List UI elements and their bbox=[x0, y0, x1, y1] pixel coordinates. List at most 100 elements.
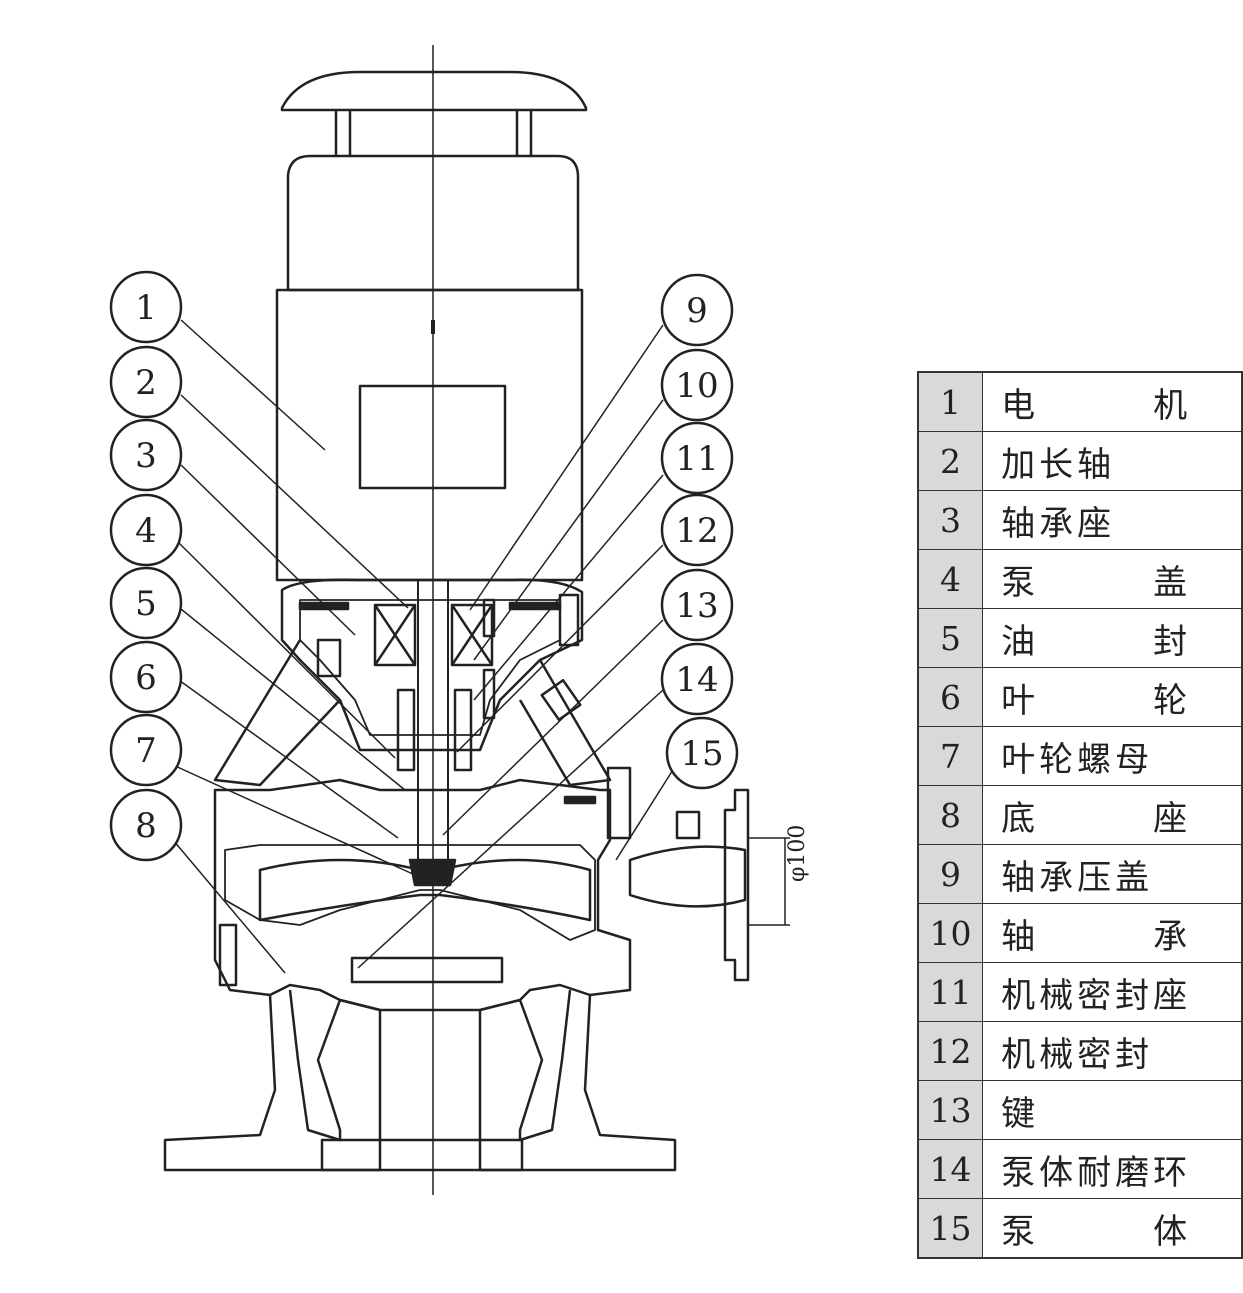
part-name: 机械密封座 bbox=[982, 962, 1243, 1022]
callout-circle-11 bbox=[660, 421, 734, 495]
callout-circle-4 bbox=[109, 493, 183, 567]
gasket-mid bbox=[563, 795, 597, 805]
gasket-top-right bbox=[508, 601, 562, 611]
wear-ring bbox=[350, 956, 504, 984]
callout-circle-2 bbox=[109, 345, 183, 419]
seal-right bbox=[453, 688, 473, 772]
gauge-right bbox=[606, 766, 632, 840]
part-name: 泵 盖 bbox=[982, 549, 1243, 609]
part-name: 键 bbox=[982, 1080, 1243, 1140]
pump-casing bbox=[213, 778, 632, 1012]
right-support-rib bbox=[518, 659, 612, 787]
callout-circles bbox=[109, 270, 739, 862]
part-name: 轴承压盖 bbox=[982, 844, 1243, 904]
part-number: 10 bbox=[917, 903, 984, 963]
part-number: 4 bbox=[917, 549, 984, 609]
elbow-fitting bbox=[540, 679, 582, 721]
callout-circle-14 bbox=[660, 642, 734, 716]
callout-label-5: 5 bbox=[135, 584, 157, 624]
dimension-label: φ100 bbox=[785, 825, 810, 882]
callout-label-13: 13 bbox=[675, 586, 718, 626]
bolt-small-1 bbox=[482, 598, 496, 638]
callout-label-11: 11 bbox=[675, 439, 718, 479]
base-center-foot bbox=[320, 1138, 524, 1172]
part-number: 5 bbox=[917, 608, 984, 668]
impeller-nut bbox=[408, 858, 457, 887]
gasket-top-left bbox=[298, 601, 350, 611]
part-name: 底 座 bbox=[982, 785, 1243, 845]
part-name: 叶 轮 bbox=[982, 667, 1243, 727]
part-name: 轴 承 bbox=[982, 903, 1243, 963]
callout-label-10: 10 bbox=[675, 366, 718, 406]
motor-lower-housing bbox=[275, 288, 584, 582]
part-number: 12 bbox=[917, 1021, 984, 1081]
callout-label-6: 6 bbox=[135, 658, 157, 698]
callout-label-14: 14 bbox=[675, 660, 718, 700]
seal-left bbox=[396, 688, 416, 772]
base-right-leg bbox=[478, 989, 677, 1172]
part-number: 7 bbox=[917, 726, 984, 786]
callout-label-2: 2 bbox=[135, 363, 157, 403]
part-number: 14 bbox=[917, 1139, 984, 1199]
callout-circle-9 bbox=[660, 273, 734, 347]
motor-cap-posts bbox=[334, 110, 533, 156]
callout-circle-8 bbox=[109, 788, 183, 862]
part-name: 机械密封 bbox=[982, 1021, 1243, 1081]
callout-label-3: 3 bbox=[135, 436, 157, 476]
callout-circle-5 bbox=[109, 566, 183, 640]
callout-label-12: 12 bbox=[675, 511, 718, 551]
part-number: 9 bbox=[917, 844, 984, 904]
callout-circle-13 bbox=[660, 568, 734, 642]
callout-circle-10 bbox=[660, 348, 734, 422]
part-number: 3 bbox=[917, 490, 984, 550]
callout-label-1: 1 bbox=[135, 288, 157, 328]
outlet-volute bbox=[628, 845, 747, 908]
part-name: 泵体耐磨环 bbox=[982, 1139, 1243, 1199]
bolt-small-2 bbox=[482, 668, 496, 720]
part-number: 15 bbox=[917, 1198, 984, 1259]
part-number: 13 bbox=[917, 1080, 984, 1140]
callout-label-4: 4 bbox=[135, 511, 157, 551]
part-number: 11 bbox=[917, 962, 984, 1022]
part-name: 叶轮螺母 bbox=[982, 726, 1243, 786]
motor-top-cap bbox=[280, 70, 588, 112]
callout-label-7: 7 bbox=[135, 731, 157, 771]
gauge-left-bottom bbox=[218, 923, 238, 987]
callout-label-8: 8 bbox=[135, 806, 157, 846]
callout-circle-1 bbox=[109, 270, 183, 344]
callout-circle-7 bbox=[109, 713, 183, 787]
impeller bbox=[258, 858, 592, 922]
outlet-plug bbox=[675, 810, 701, 840]
callout-label-9: 9 bbox=[686, 291, 708, 331]
part-name: 加长轴 bbox=[982, 431, 1243, 491]
part-name: 泵 体 bbox=[982, 1198, 1243, 1259]
callout-circle-6 bbox=[109, 640, 183, 714]
bearing-left bbox=[373, 603, 417, 667]
callout-label-15: 15 bbox=[680, 734, 723, 774]
part-number: 2 bbox=[917, 431, 984, 491]
callout-circle-12 bbox=[660, 493, 734, 567]
part-number: 6 bbox=[917, 667, 984, 727]
part-name: 轴承座 bbox=[982, 490, 1243, 550]
part-number: 1 bbox=[917, 371, 984, 432]
gauge-right-top bbox=[558, 593, 580, 647]
part-name: 电 机 bbox=[982, 371, 1243, 432]
outlet-flange bbox=[723, 788, 750, 982]
callout-circle-15 bbox=[665, 716, 739, 790]
